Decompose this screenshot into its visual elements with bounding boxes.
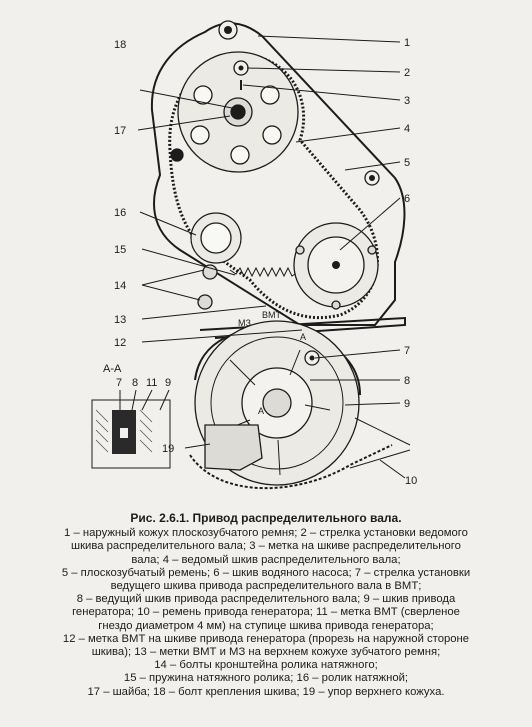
tensioner-spring <box>229 266 299 278</box>
caption-line: 12 – метка ВМТ на шкиве привода генерато… <box>62 632 470 645</box>
water-pump-hub <box>332 261 340 269</box>
generator-pulley-ring <box>210 336 344 470</box>
section-title: А-А <box>103 363 122 375</box>
pulley-bolt <box>230 104 246 120</box>
callout-13: 13 <box>114 314 126 326</box>
section-label-9: 9 <box>165 377 171 389</box>
caption-line: 17 – шайба; 18 – болт крепления шкива; 1… <box>87 685 445 698</box>
callout-5: 5 <box>404 157 410 169</box>
caption-legend: 1 – наружный кожух плоскозубчатого ремня… <box>0 527 532 699</box>
callout-3: 3 <box>404 95 410 107</box>
callout-leaders <box>137 35 406 479</box>
callout-12: 12 <box>114 337 126 349</box>
water-pump-bolt <box>367 245 377 255</box>
callout-4: 4 <box>404 123 410 135</box>
section-label-leaders <box>119 389 170 411</box>
callout-6: 6 <box>404 193 410 205</box>
caption-line: ведущего шкива привода распределительног… <box>110 580 422 593</box>
caption-line: вала; 4 – ведомый шкив распределительног… <box>131 553 401 566</box>
callout-10: 10 <box>405 475 417 487</box>
callout-18: 18 <box>114 39 126 51</box>
tensioner-roller-hub <box>200 222 232 254</box>
callout-8: 8 <box>404 375 410 387</box>
camshaft-pulley-hole <box>262 125 282 145</box>
caption-line: шкива); 13 – метки ВМТ и МЗ на верхнем к… <box>91 646 441 659</box>
setting-arrow-center <box>238 65 244 71</box>
section-detail-frame <box>91 399 171 469</box>
camshaft-pulley-hole <box>230 145 250 165</box>
callout-7: 7 <box>404 345 410 357</box>
callout-2: 2 <box>404 67 410 79</box>
caption-line: 15 – пружина натяжного ролика; 16 – роли… <box>123 672 409 685</box>
caption-line: 8 – ведущий шкив привода распределительн… <box>76 593 456 606</box>
callout-14: 14 <box>114 280 126 292</box>
callout-17: 17 <box>114 125 126 137</box>
mz-mark: МЗ <box>238 318 251 328</box>
tdc-arrow-center <box>309 355 315 361</box>
section-mark-a-bottom: A <box>258 406 264 416</box>
camshaft-pulley-hole <box>193 85 213 105</box>
water-pump-bolt <box>331 300 341 310</box>
caption-line: гнездо диаметром 4 мм) на ступице шкива … <box>98 619 434 632</box>
callout-19: 19 <box>162 443 174 455</box>
upper-cover-stop <box>204 424 263 471</box>
callout-16: 16 <box>114 207 126 219</box>
caption-line: 14 – болты кронштейна ролика натяжного; <box>154 659 378 672</box>
generator-belt <box>189 444 393 490</box>
cover-top-boss-hole <box>224 26 232 34</box>
callout-1: 1 <box>404 37 410 49</box>
water-pump-bolt <box>295 245 305 255</box>
section-label-8: 8 <box>132 377 138 389</box>
section-mark-a-top: A <box>300 332 306 342</box>
caption-line: 1 – наружный кожух плоскозубчатого ремня… <box>64 527 468 540</box>
vmt-mark: ВМТ <box>262 310 282 320</box>
caption-line: генератора; 10 – ремень привода генерато… <box>72 606 460 619</box>
caption-line: 5 – плоскозубчатый ремень; 6 – шкив водя… <box>61 566 471 579</box>
callout-15: 15 <box>114 244 126 256</box>
camshaft-pulley-hole <box>190 125 210 145</box>
caption-title: Рис. 2.6.1. Привод распределительного ва… <box>130 511 402 525</box>
pulley-hub <box>262 388 292 418</box>
section-label-11: 11 <box>146 377 157 389</box>
belt-section-line <box>354 417 411 446</box>
bracket-bolt-lower <box>197 294 213 310</box>
callout-9: 9 <box>404 398 410 410</box>
caption-line: шкива распределительного вала; 3 – метка… <box>71 540 461 553</box>
camshaft-drive-diagram: 1 2 3 4 5 6 7 8 9 10 18 17 16 15 14 13 1… <box>91 20 417 490</box>
section-label-7: 7 <box>116 377 122 389</box>
cover-bolt-left <box>170 148 184 162</box>
figure-caption: Рис. 2.6.1. Привод распределительного ва… <box>0 511 532 727</box>
camshaft-pulley-hole <box>260 85 280 105</box>
section-hub-slot <box>120 428 128 438</box>
cover-bolt-right-center <box>369 175 375 181</box>
section-hatching <box>95 409 153 453</box>
belt-edge <box>349 449 411 469</box>
